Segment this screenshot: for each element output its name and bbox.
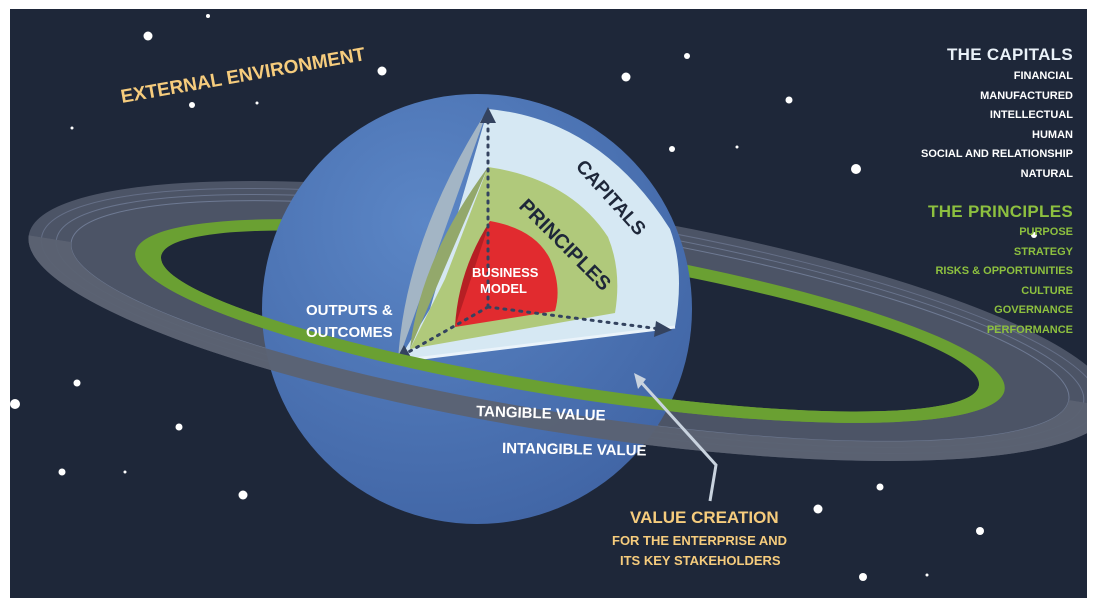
outputs-outcomes-label-2: OUTCOMES bbox=[306, 324, 393, 341]
legend-item-human: HUMAN bbox=[1032, 128, 1073, 141]
ring-front-bands bbox=[28, 235, 1087, 461]
cut-rim bbox=[397, 325, 676, 363]
business-model-label-1: BUSINESS bbox=[472, 265, 539, 280]
tangible-value-label: TANGIBLE VALUE bbox=[476, 403, 606, 425]
legend-item-purpose: PURPOSE bbox=[1019, 226, 1073, 238]
legend-item-governance: GOVERNANCE bbox=[994, 304, 1073, 317]
pointer-arrowhead bbox=[634, 373, 646, 389]
principles-side-face bbox=[410, 167, 488, 349]
intangible-value-label: INTANGIBLE VALUE bbox=[502, 440, 647, 460]
legend-item-natural: NATURAL bbox=[1020, 167, 1073, 180]
external-environment-label: EXTERNAL ENVIRONMENT bbox=[119, 44, 367, 108]
value-creation-pointer bbox=[638, 379, 718, 502]
business-model-label-2: MODEL bbox=[480, 281, 527, 296]
stars bbox=[10, 14, 1037, 581]
value-creation-line-2: ITS KEY STAKEHOLDERS bbox=[620, 553, 781, 568]
axes bbox=[403, 117, 662, 356]
core-side-face bbox=[455, 221, 490, 327]
legend-item-financial: FINANCIAL bbox=[1013, 70, 1073, 82]
legend-item-manufactured: MANUFACTURED bbox=[980, 89, 1073, 102]
legend-item-performance: PERFORMANCE bbox=[986, 323, 1073, 336]
legend-item-social: SOCIAL AND RELATIONSHIP bbox=[921, 148, 1073, 161]
outputs-outcomes-label-1: OUTPUTS & bbox=[306, 302, 393, 319]
legend-item-strategy: STRATEGY bbox=[1013, 245, 1073, 258]
capitals-legend: THE CAPITALS FINANCIAL MANUFACTURED INTE… bbox=[921, 45, 1073, 185]
diagram-canvas: EXTERNAL ENVIRONMENT CAPITALS PRINCIPLES… bbox=[10, 9, 1087, 598]
value-creation-title: VALUE CREATION bbox=[630, 508, 779, 527]
legend-item-risks: RISKS & OPPORTUNITIES bbox=[935, 265, 1073, 278]
principles-legend-title: THE PRINCIPLES bbox=[928, 202, 1073, 221]
planet-cutaway bbox=[397, 109, 679, 363]
legend-item-culture: CULTURE bbox=[1021, 284, 1073, 297]
value-creation-line-1: FOR THE ENTERPRISE AND bbox=[612, 533, 787, 548]
planet-diagram: EXTERNAL ENVIRONMENT CAPITALS PRINCIPLES… bbox=[10, 14, 1087, 581]
legend-item-intellectual: INTELLECTUAL bbox=[989, 109, 1073, 122]
capitals-legend-title: THE CAPITALS bbox=[946, 45, 1073, 64]
principles-legend: THE PRINCIPLES PURPOSE STRATEGY RISKS & … bbox=[928, 202, 1073, 341]
